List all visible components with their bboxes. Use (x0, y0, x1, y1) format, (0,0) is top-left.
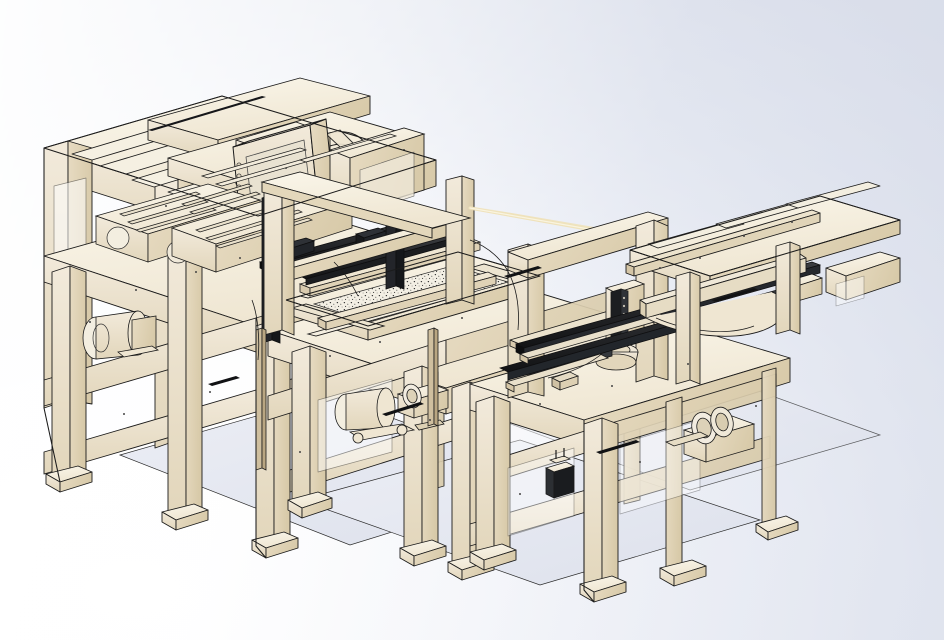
fastener-marks (89, 149, 793, 495)
center-internal-components (334, 387, 445, 444)
vertical-guide-rod (255, 327, 439, 471)
pillow-block-bearing (664, 406, 756, 463)
outline-strokes (43, 95, 901, 603)
outfeed-conveyor (625, 181, 901, 385)
alignment-laser-beam (468, 206, 602, 233)
cable-routing (251, 239, 605, 379)
drive-motor-left (82, 310, 160, 360)
right-frame-module (469, 323, 799, 603)
screen-lift-frame (260, 171, 475, 336)
sensor-strips (148, 96, 640, 454)
pneumatic-cylinder (544, 448, 576, 499)
